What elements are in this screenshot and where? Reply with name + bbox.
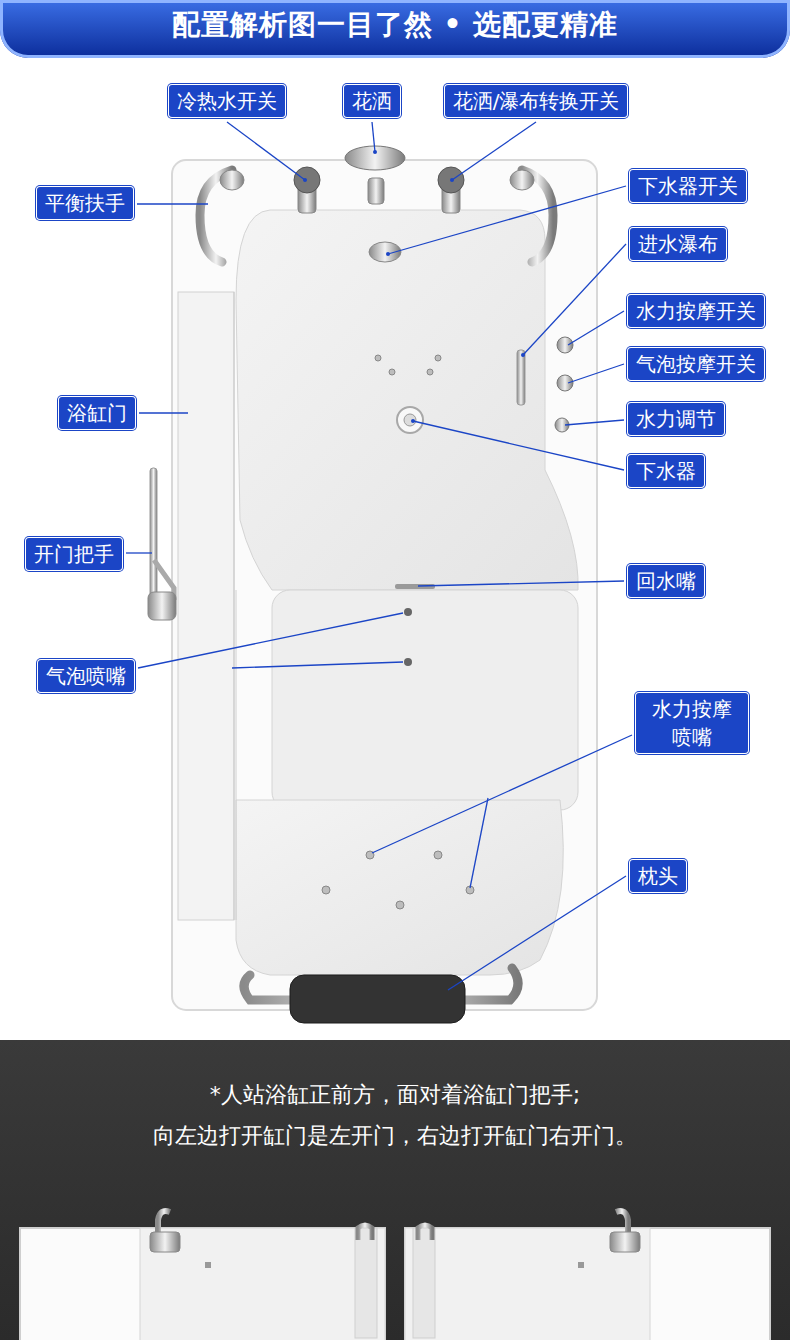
callout-text: 水力调节 (636, 407, 716, 431)
callout-box: 水力按摩开关 (628, 295, 764, 327)
callout-text: 下水器开关 (638, 174, 738, 198)
callout-text: 平衡扶手 (45, 191, 125, 215)
callout-text: 花洒/瀑布转换开关 (453, 89, 620, 113)
callout-box: 水力调节 (628, 403, 724, 435)
callout-text: 气泡喷嘴 (46, 664, 126, 688)
callout-text: 开门把手 (34, 542, 114, 566)
callout-text: 下水器 (636, 459, 696, 483)
callout-text: 水力按摩开关 (636, 299, 756, 323)
callout-box: 花洒/瀑布转换开关 (445, 85, 628, 117)
note-text: *人站浴缸正前方，面对着浴缸门把手; (0, 1080, 790, 1110)
callout-box: 开门把手 (26, 538, 122, 570)
callout-box: 冷热水开关 (169, 85, 285, 117)
callout-box: 回水嘴 (628, 565, 704, 597)
callout-box: 进水瀑布 (630, 228, 726, 260)
callout-text: 浴缸门 (67, 401, 127, 425)
callout-text: 花洒 (352, 89, 392, 113)
callout-box: 花洒 (344, 85, 400, 117)
callout-text: 水力按摩 喷嘴 (652, 697, 732, 749)
title: 配置解析图一目了然 • 选配更精准 (0, 0, 790, 50)
callout-text: 回水嘴 (636, 569, 696, 593)
callout-box: 水力按摩 喷嘴 (636, 693, 748, 753)
callout-box: 浴缸门 (59, 397, 135, 429)
callout-box: 枕头 (630, 860, 686, 892)
note-text: 向左边打开缸门是左开门，右边打开缸门右开门。 (0, 1121, 790, 1151)
callout-text: 气泡按摩开关 (636, 352, 756, 376)
callout-box: 气泡喷嘴 (38, 660, 134, 692)
callout-text: 冷热水开关 (177, 89, 277, 113)
callout-box: 气泡按摩开关 (628, 348, 764, 380)
callout-box: 平衡扶手 (37, 187, 133, 219)
callout-box: 下水器开关 (630, 170, 746, 202)
callout-box: 下水器 (628, 455, 704, 487)
callout-text: 枕头 (638, 864, 678, 888)
callout-text: 进水瀑布 (638, 232, 718, 256)
